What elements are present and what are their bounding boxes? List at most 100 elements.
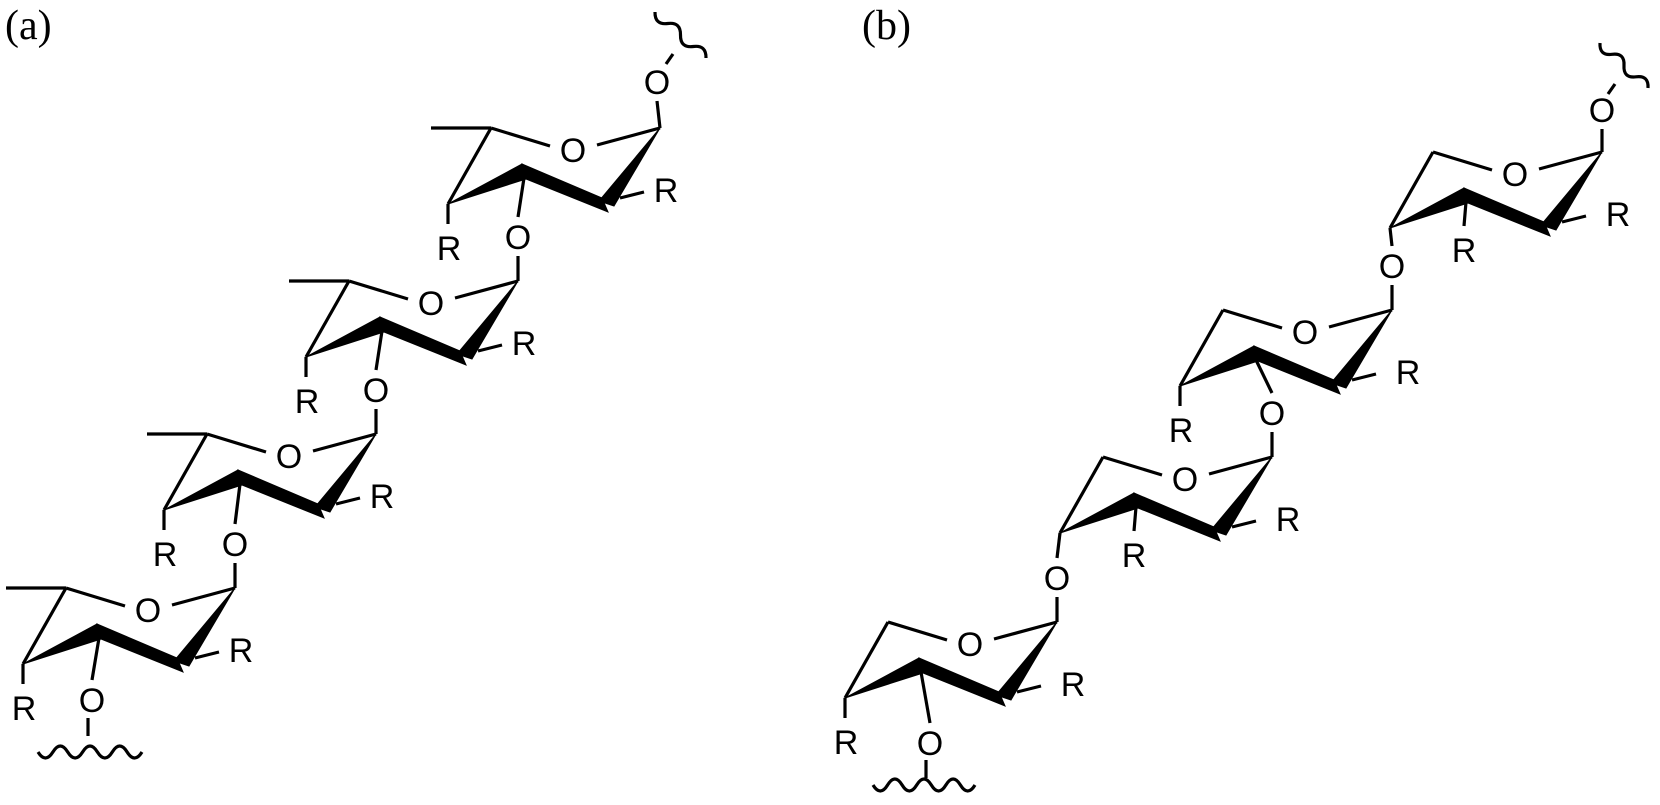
ring-oxygen-label: O xyxy=(135,592,161,630)
ring-oxygen-label: O xyxy=(957,626,983,664)
glycosidic-bond xyxy=(233,483,242,525)
ring-oxygen-label: O xyxy=(1502,156,1528,194)
ring-bond xyxy=(171,586,236,607)
substituent-r-label: R xyxy=(153,536,178,574)
bold-bond xyxy=(96,623,184,673)
substituent-bond xyxy=(1231,519,1257,529)
ring-bond xyxy=(312,432,377,453)
substituent-r-label: R xyxy=(1122,537,1147,575)
wedge-bond xyxy=(1540,151,1603,231)
bold-bond xyxy=(237,469,325,519)
ring-bond xyxy=(1432,150,1493,172)
substituent-r-label: R xyxy=(834,724,859,762)
bold-bond xyxy=(1133,492,1221,542)
glycosidic-bond xyxy=(90,637,101,681)
panel-label-b: (b) xyxy=(862,3,911,49)
ring-bond xyxy=(454,279,519,300)
ring-bond xyxy=(1222,308,1283,330)
ring-bond xyxy=(596,126,661,147)
glycosidic-oxygen-label: O xyxy=(222,526,248,564)
ring-bond xyxy=(1538,150,1603,171)
substituent-r-label: R xyxy=(12,690,37,728)
substituent-r-label: R xyxy=(1606,196,1631,234)
glycosidic-bond xyxy=(1388,227,1394,247)
ring-bond xyxy=(162,433,209,511)
bold-bond xyxy=(918,657,1006,707)
wavy-bond-icon xyxy=(653,11,708,59)
wedge-bond xyxy=(1330,309,1393,389)
substituent-r-label: R xyxy=(654,172,679,210)
ring-bond xyxy=(1102,455,1163,477)
glycosidic-oxygen-label: O xyxy=(79,682,105,720)
wedge-bond xyxy=(995,621,1058,701)
substituent-r-label: R xyxy=(1169,412,1194,450)
ring-bond xyxy=(993,620,1058,641)
substituent-r-label: R xyxy=(1061,666,1086,704)
anomeric-bond xyxy=(655,100,662,129)
glycosidic-oxygen-label: O xyxy=(363,372,389,410)
bold-bond xyxy=(1253,345,1341,395)
substituent-r-label: R xyxy=(370,478,395,516)
substituent-bond xyxy=(1561,214,1587,224)
ring-bond xyxy=(304,280,351,358)
ring-bond xyxy=(1208,455,1273,476)
substituent-r-label: R xyxy=(295,383,320,421)
wedge-bond xyxy=(173,587,236,667)
substituent-r-label: R xyxy=(437,230,462,268)
substituent-r-label: R xyxy=(1276,501,1301,539)
ring-bond xyxy=(206,432,267,454)
glycosidic-oxygen-label: O xyxy=(505,219,531,257)
glycosidic-oxygen-label: O xyxy=(1379,248,1405,286)
substituent-bond xyxy=(1016,684,1042,694)
glycosidic-oxygen-label: O xyxy=(1259,395,1285,433)
ring-bond xyxy=(887,620,948,642)
ring-bond xyxy=(1058,456,1105,534)
bold-bond xyxy=(521,163,609,213)
bold-bond xyxy=(379,316,467,366)
bold-bond xyxy=(1463,187,1551,237)
glycosidic-bond xyxy=(1055,532,1062,559)
panel-label-a: (a) xyxy=(5,3,52,49)
anomeric-oxygen-label: O xyxy=(644,64,670,102)
ring-bond xyxy=(65,586,126,608)
wedge-bond xyxy=(314,433,377,513)
wavy-bond-icon xyxy=(871,777,977,793)
substituent-r-label: R xyxy=(229,632,254,670)
ring-bond xyxy=(1178,309,1225,387)
ring-oxygen-label: O xyxy=(1172,461,1198,499)
ring-oxygen-label: O xyxy=(1292,314,1318,352)
bond xyxy=(1606,83,1617,95)
substituent-bond xyxy=(1462,201,1468,227)
glycosidic-bond xyxy=(1254,359,1274,394)
glycosidic-oxygen-label: O xyxy=(917,725,943,763)
ring-bond xyxy=(843,621,890,699)
substituent-bond xyxy=(335,496,361,506)
substituent-r-label: R xyxy=(1452,232,1477,270)
glycosidic-bond xyxy=(516,177,526,218)
substituent-bond xyxy=(619,190,645,200)
substituent-r-label: R xyxy=(512,325,537,363)
wavy-bond-icon xyxy=(36,744,144,760)
substituent-bond xyxy=(194,650,220,660)
substituent-r-label: R xyxy=(1396,354,1421,392)
glycosidic-bond xyxy=(919,671,932,724)
ring-bond xyxy=(490,126,551,148)
substituent-bond xyxy=(1351,372,1377,382)
ring-oxygen-label: O xyxy=(560,132,586,170)
ring-bond xyxy=(1328,308,1393,329)
ring-bond xyxy=(1388,151,1435,229)
substituent-bond xyxy=(1132,506,1138,532)
ring-oxygen-label: O xyxy=(276,438,302,476)
glycosidic-bond xyxy=(374,330,384,371)
anomeric-oxygen-label: O xyxy=(1589,92,1615,130)
ring-bond xyxy=(446,127,493,205)
wedge-bond xyxy=(1210,456,1273,536)
ring-oxygen-label: O xyxy=(418,285,444,323)
wedge-bond xyxy=(456,280,519,360)
wavy-bond-icon xyxy=(1598,42,1650,89)
ring-bond xyxy=(348,279,409,301)
substituent-bond xyxy=(477,343,503,353)
glycosidic-oxygen-label: O xyxy=(1044,560,1070,598)
ring-bond xyxy=(21,587,68,665)
